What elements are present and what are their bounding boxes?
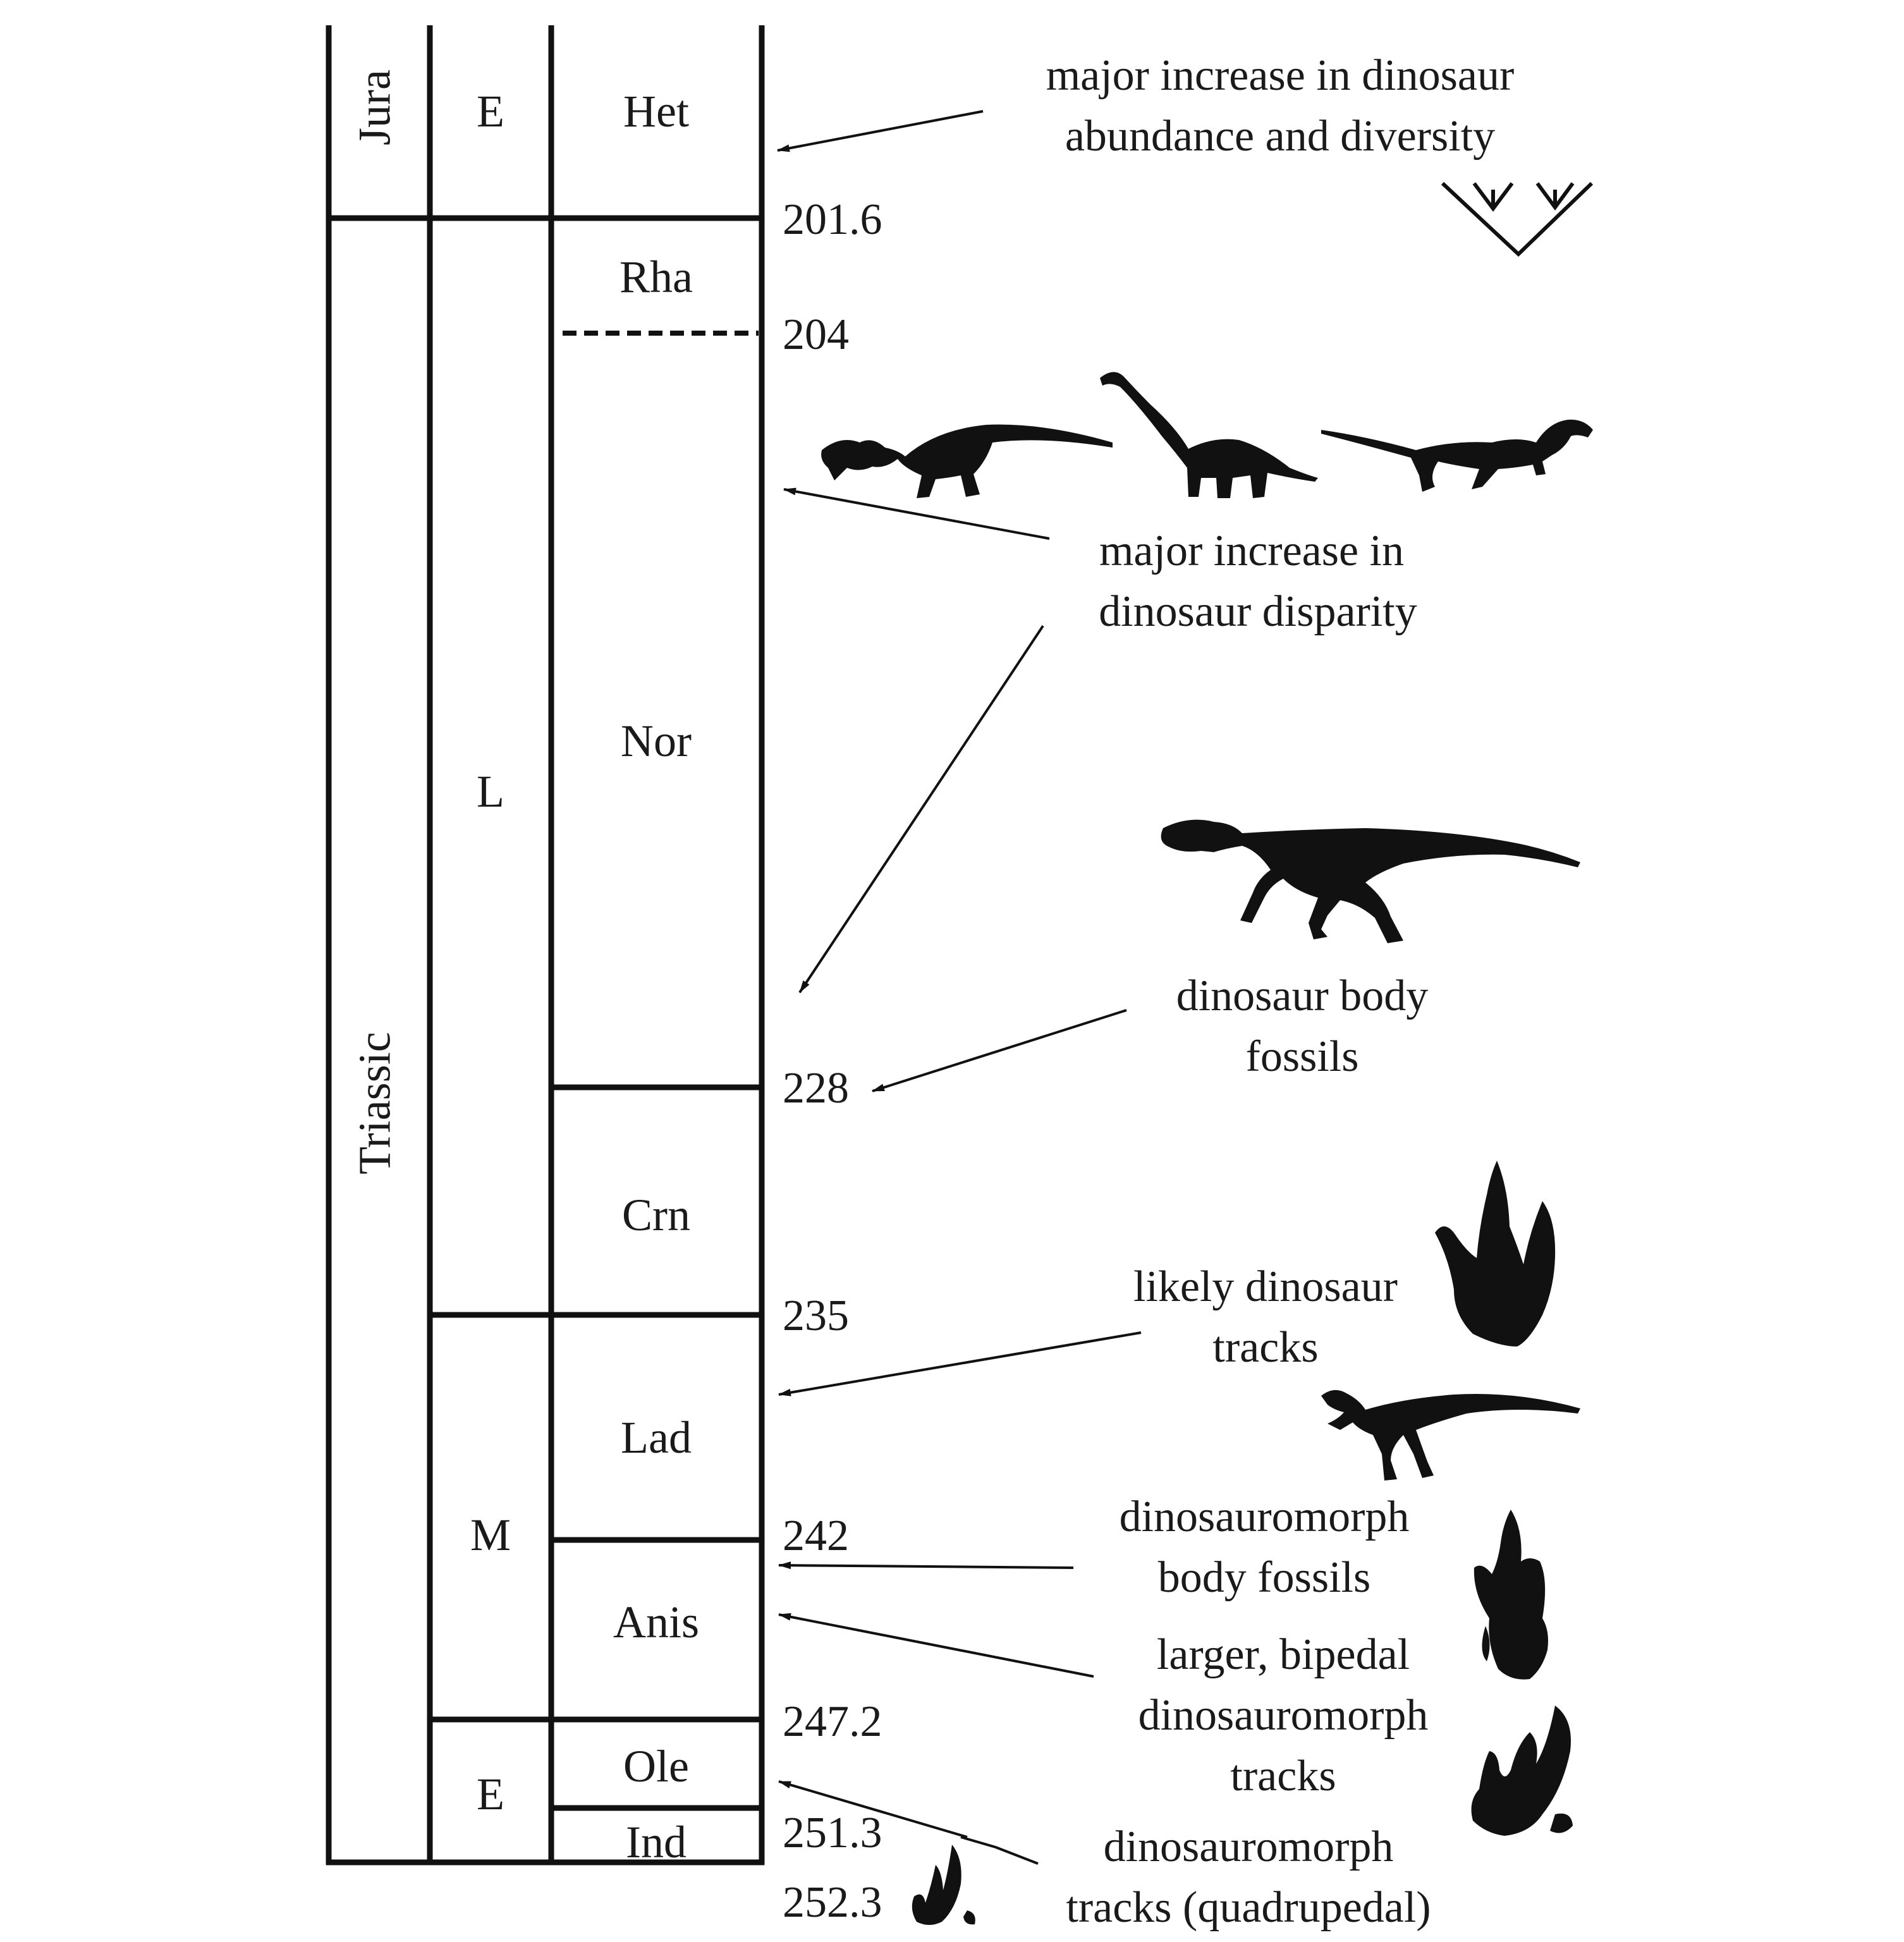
stage-label-carnian: Crn: [622, 1190, 690, 1240]
large-theropod-silhouette-icon: [1161, 819, 1580, 943]
annotation-line: abundance and diversity: [1065, 112, 1495, 161]
sauropodomorph-silhouette-icon: [1100, 372, 1318, 498]
age-label: 228: [783, 1064, 849, 1113]
arrow-likely-tracks: [778, 1331, 1142, 1396]
annotation-line: tracks (quadrupedal): [1066, 1883, 1431, 1932]
stage-label-ladinian: Lad: [621, 1412, 692, 1463]
age-label: 242: [783, 1511, 849, 1560]
stage-label-hettangian: Het: [623, 86, 689, 137]
annotation-line: major increase in: [1099, 527, 1404, 575]
arrow-abundance: [777, 110, 984, 152]
period-label-triassic: Triassic: [350, 1032, 400, 1174]
annotation-dinosauromorph-body-fossils: dinosauromorph body fossils: [1120, 1493, 1410, 1602]
arrow-disparity-lower: [798, 625, 1044, 994]
arrow-quadrupedal-head: [778, 1780, 968, 1838]
theropod-silhouette-icon: [1321, 419, 1593, 492]
period-label-jurassic: Jura: [350, 70, 400, 145]
annotation-abundance-diversity: major increase in dinosaur abundance and…: [1046, 51, 1515, 161]
annotation-likely-dinosaur-tracks: likely dinosaur tracks: [1133, 1262, 1398, 1372]
annotation-dinosaur-body-fossils: dinosaur body fossils: [1176, 972, 1429, 1081]
age-label: 235: [783, 1292, 849, 1340]
epoch-label-middle-triassic: M: [470, 1510, 511, 1560]
annotation-line: body fossils: [1158, 1553, 1370, 1602]
arrow-disparity-upper: [783, 487, 1050, 540]
age-label: 247.2: [783, 1697, 882, 1746]
arrows: [777, 110, 1142, 1865]
annotation-quadrupedal-tracks: dinosauromorph tracks (quadrupedal): [1066, 1823, 1431, 1932]
arrow-dinosauromorph-fossils: [778, 1561, 1074, 1570]
stage-label-rhaetian: Rha: [619, 252, 693, 302]
annotation-line: dinosauromorph: [1138, 1691, 1429, 1740]
quadrupedal-track-icon: [912, 1845, 975, 1925]
annotation-line: tracks: [1230, 1752, 1336, 1800]
annotation-line: dinosauromorph: [1104, 1823, 1394, 1871]
annotation-line: likely dinosaur: [1133, 1262, 1398, 1311]
annotation-line: dinosauromorph: [1120, 1493, 1410, 1541]
annotation-line: dinosaur disparity: [1099, 587, 1417, 636]
epoch-label-late-triassic: L: [477, 766, 504, 817]
age-label: 251.3: [783, 1809, 882, 1857]
stage-label-anisian: Anis: [613, 1597, 699, 1647]
bipedal-track-icon: [1471, 1706, 1573, 1836]
age-label: 204: [783, 310, 849, 359]
annotation-line: larger, bipedal: [1157, 1630, 1410, 1679]
annotation-line: major increase in dinosaur: [1046, 51, 1515, 100]
annotation-line: dinosaur body: [1176, 972, 1429, 1020]
small-dinosauromorph-silhouette-icon: [1321, 1389, 1580, 1481]
arrow-body-fossils: [872, 1009, 1127, 1092]
epoch-label-early-triassic: E: [477, 1769, 504, 1819]
timescale-column: [326, 25, 765, 1866]
phylogeny-tree-icon: [1441, 181, 1594, 257]
stage-label-olenekian: Ole: [623, 1741, 689, 1792]
dinosaur-track-icon: [1435, 1161, 1556, 1347]
annotation-line: fossils: [1246, 1032, 1359, 1081]
annotation-bipedal-tracks: larger, bipedal dinosauromorph tracks: [1138, 1630, 1429, 1800]
age-label: 252.3: [783, 1878, 882, 1927]
bipedal-track-icon: [1474, 1510, 1548, 1680]
arrow-bipedal-tracks: [778, 1613, 1094, 1678]
age-label: 201.6: [783, 195, 882, 244]
annotation-disparity: major increase in dinosaur disparity: [1099, 527, 1417, 636]
stage-label-norian: Nor: [621, 716, 692, 766]
ornithischian-silhouette-icon: [821, 424, 1113, 498]
annotation-line: tracks: [1212, 1323, 1318, 1372]
stage-label-induan: Ind: [626, 1817, 687, 1867]
epoch-label-early-jurassic: E: [477, 86, 504, 137]
arrow-quadrupedal-tracks: [960, 1836, 1039, 1865]
